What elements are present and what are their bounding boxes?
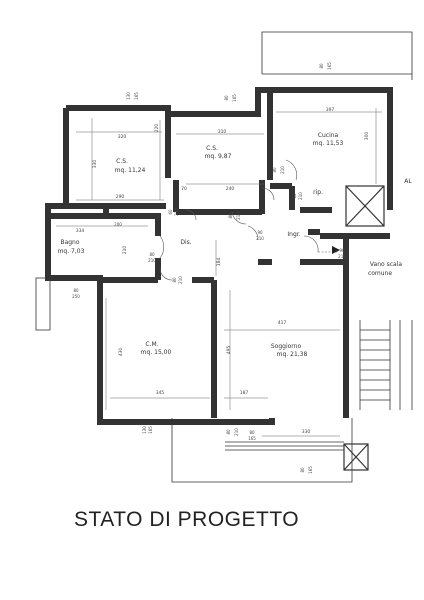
dim-text: 210 [178, 276, 183, 284]
dim-text: 210 [174, 208, 179, 216]
label-comune: comune [368, 270, 392, 277]
entrance-arrow-icon [332, 246, 340, 254]
dim-text: 430 [118, 348, 124, 357]
dim-text: 80 [226, 429, 231, 435]
dim-text: 210 [122, 246, 128, 255]
dim-text: 130 [126, 92, 131, 100]
dim-text: 80 [300, 467, 305, 473]
dim-text: 334 [76, 228, 85, 234]
dim-text: 80 [319, 63, 324, 69]
dim-text: 60 [292, 193, 297, 199]
dim-text: 250 [72, 294, 80, 299]
label-vano-scala: Vano scala [370, 261, 402, 268]
room-area-soggiorno: mq. 21,38 [277, 351, 308, 358]
dim-text: 345 [156, 390, 165, 396]
dim-text: 165 [308, 466, 313, 474]
dim-text: 210 [236, 212, 241, 220]
label-al: AL [404, 178, 412, 185]
room-area-cs2: mq. 9,87 [205, 153, 232, 160]
dim-text: 310 [218, 129, 227, 135]
staircase [359, 320, 413, 410]
label-ingr: Ingr. [287, 231, 300, 238]
dim-text: 330 [302, 429, 311, 435]
dim-text: 210 [280, 166, 285, 174]
label-dis: Dis. [180, 239, 191, 246]
elevator-shaft [345, 185, 385, 227]
dimension-labels: 320 310 397 330 220 300 290 70 240 334 2… [72, 62, 370, 474]
room-name-cs1: C.S. [116, 158, 128, 165]
dim-text: 70 [181, 186, 187, 192]
room-area-cs1: mq. 11,24 [115, 167, 146, 174]
room-area-cucina: mq. 11,53 [313, 140, 344, 147]
room-labels: C.S. mq. 11,24 C.S. mq. 9,87 Cucina mq. … [58, 132, 344, 358]
walls [45, 87, 393, 425]
dim-text: 210 [256, 236, 264, 241]
dim-text: 60 [168, 209, 173, 215]
dim-text: 210 [148, 258, 156, 263]
dim-text: 200 [114, 222, 122, 227]
door-swings [159, 159, 338, 281]
room-name-cucina: Cucina [318, 132, 339, 139]
dimension-lines [56, 108, 382, 437]
dim-text: 80 [73, 288, 79, 293]
room-name-cs2: C.S. [206, 145, 218, 152]
dim-text: 397 [326, 107, 335, 113]
dim-text: 130 [142, 426, 147, 434]
dim-text: 90 [257, 230, 263, 235]
dim-text: 165 [248, 436, 256, 441]
dim-text: 240 [226, 186, 235, 192]
dim-text: 184 [216, 258, 222, 267]
dim-text: 90 [339, 248, 345, 253]
dim-text: 290 [116, 194, 125, 200]
room-area-bagno: mq. 7,03 [58, 248, 85, 255]
dim-text: 80 [228, 213, 233, 219]
dim-text: 220 [154, 124, 160, 133]
dim-text: 330 [92, 160, 98, 169]
dim-text: 187 [240, 390, 249, 396]
dim-text: 165 [134, 92, 139, 100]
dim-text: 80 [249, 430, 255, 435]
balcony-outlines [35, 31, 413, 483]
dim-text: 320 [118, 134, 127, 140]
room-name-cm: C.M. [145, 341, 158, 348]
dim-text: 210 [338, 254, 346, 259]
space-labels: Dis. Ingr. rip. Vano scala comune AL [180, 178, 412, 277]
dim-text: 165 [232, 94, 237, 102]
dim-text: 80 [149, 252, 155, 257]
dim-text: 417 [278, 320, 287, 326]
dim-text: 80 [272, 167, 277, 173]
dim-text: 80 [172, 277, 177, 283]
dim-text: 165 [327, 62, 332, 70]
label-rip: rip. [313, 189, 323, 196]
dim-text: 80 [224, 95, 229, 101]
dim-text: 300 [364, 132, 370, 141]
dim-text: 495 [226, 346, 232, 355]
room-name-soggiorno: Soggiorno [271, 343, 302, 350]
dim-text: 210 [298, 192, 303, 200]
dim-text: 165 [148, 426, 153, 434]
dim-text: 210 [234, 428, 239, 436]
room-area-cm: mq. 15,00 [141, 349, 172, 356]
room-name-bagno: Bagno [60, 239, 79, 246]
lower-elevator [343, 443, 369, 471]
plan-title: STATO DI PROGETTO [74, 508, 300, 531]
